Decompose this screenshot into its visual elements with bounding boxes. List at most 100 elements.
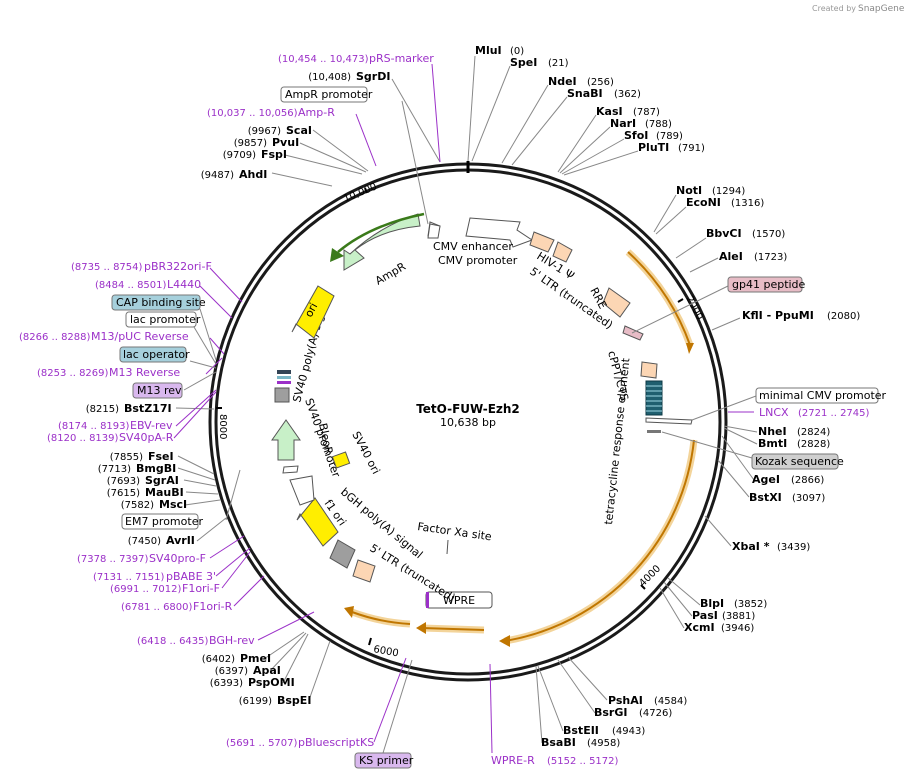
enzyme-sgrdi-pos: (10,408): [308, 72, 351, 83]
tick-4000-mark: [640, 584, 646, 590]
enzyme-ahdi-pos: (9487): [201, 170, 234, 181]
rre-box: [602, 287, 631, 318]
primer-l4440-name: L4440: [167, 278, 201, 291]
cmv-enhancer-arrow: [465, 217, 534, 248]
enzyme-fsei-name: FseI: [148, 450, 174, 463]
tick-10000-mark: [364, 187, 368, 194]
primer-pbabe3-range: (7131 .. 7151): [93, 572, 165, 583]
em7-promoter-box: [121, 513, 199, 530]
enzyme-snabi-pos: (362): [614, 89, 641, 100]
tick-6000-mark: [368, 637, 372, 646]
enzyme-pmei-name: PmeI: [240, 652, 271, 665]
orf-arc-1: [627, 251, 691, 346]
enzyme-avrii-name: AvrII: [166, 534, 195, 547]
primer-f1ori-f-range: (6991 .. 7012): [110, 584, 182, 595]
enzyme-ndei-name: NdeI: [548, 75, 577, 88]
enzyme-scai-name: ScaI: [286, 124, 312, 137]
lac-operator-label: lac operator: [123, 348, 190, 361]
enzyme-snabi-name: SnaBI: [567, 87, 603, 100]
enzyme-xcmi-pos: (3946): [721, 623, 754, 634]
orf-arc-4: [351, 611, 411, 625]
enzyme-bstz17i-name: BstZ17I: [124, 402, 172, 415]
enzyme-fsei-pos: (7855): [110, 452, 143, 463]
kozak-mark: [647, 430, 661, 433]
bleor-arrow: [271, 419, 301, 461]
enzyme-bsteii-pos: (4943): [612, 726, 645, 737]
tick-8000-label: 8000: [217, 414, 228, 439]
primer-pbr322ori-range: (8735 .. 8754): [71, 262, 143, 273]
primer-f1ori-f-name: F1ori-F: [182, 582, 220, 595]
ampr-label: AmpR: [373, 260, 408, 288]
snapgene-logo-text: SnapGene: [858, 4, 905, 14]
enzyme-pasi-pos: (3881): [722, 611, 755, 622]
lac-promoter-box: [125, 311, 197, 328]
enzyme-pshai-name: PshAI: [608, 694, 643, 707]
wpre-primer-mark: [426, 592, 429, 608]
primer-pbr322ori-name: pBR322ori-F: [144, 260, 212, 273]
enzyme-bbvci-pos: (1570): [752, 229, 785, 240]
enzyme-bstxi-pos: (3097): [792, 493, 825, 504]
enzyme-sgrdi-name: SgrDI: [356, 70, 390, 83]
enzyme-leader-lines: [175, 55, 758, 744]
lac-operator-box: [119, 346, 187, 363]
enzyme-bsteii-name: BstEII: [563, 724, 599, 737]
enzyme-nhei-pos: (2824): [797, 427, 830, 438]
tick-10000-label: 10,000: [342, 181, 379, 204]
cmv-enhancer-label: CMV enhancer: [433, 240, 513, 253]
factor-xa-label: Factor Xa site: [417, 520, 493, 543]
primer-pbabe3-name: pBABE 3': [166, 570, 216, 583]
sv40-ori-label: SV40 ori: [349, 429, 382, 476]
ltr5-bottom-box: [352, 559, 376, 583]
enzyme-nhei-name: NheI: [758, 425, 787, 438]
tick-6000-label: 6000: [372, 644, 399, 659]
plasmid-size: 10,638 bp: [440, 416, 496, 429]
kozak-box: [751, 453, 839, 470]
wpre-label: WPRE: [443, 594, 475, 607]
plasmid-name: TetO-FUW-Ezh2: [416, 402, 520, 416]
enzyme-noti-pos: (1294): [712, 186, 745, 197]
ltr5-top-box: [529, 231, 555, 253]
enzyme-econi-pos: (1316): [731, 198, 764, 209]
tre-label: tetracycline response element: [602, 357, 633, 526]
enzyme-nari-name: NarI: [610, 117, 636, 130]
enzyme-agei-pos: (2866): [791, 475, 824, 486]
sv40-ori-box: [331, 451, 351, 469]
f1-ori-arrow: [296, 497, 339, 547]
primer-sv40pro-f-name: SV40pro-F: [149, 552, 206, 565]
enzyme-maubi-name: MauBI: [145, 486, 184, 499]
primer-ampr-range: (10,037 .. 10,056): [207, 108, 298, 119]
enzyme-kfli-ppumi-pos: (2080): [827, 311, 860, 322]
orf-arc-3-head: [416, 622, 426, 634]
enzyme-pmei-pos: (6402): [202, 654, 235, 665]
enzyme-avrii-pos: (7450): [128, 536, 161, 547]
enzyme-pspomi-pos: (6393): [210, 678, 243, 689]
primer-pbluescriptks-range: (5691 .. 5707): [226, 738, 298, 749]
primer-sv40pro-f-range: (7378 .. 7397): [77, 554, 149, 565]
enzyme-bbvci-name: BbvCI: [706, 227, 742, 240]
gp41-peptide-box: [727, 276, 803, 293]
primer-ebv-rev-range: (8174 .. 8193): [58, 421, 130, 432]
tick-2000-mark: [677, 298, 684, 303]
primer-l4440-range: (8484 .. 8501): [95, 280, 167, 291]
cap-binding-site-box: [111, 294, 201, 311]
enzyme-pspomi-name: PspOMI: [248, 676, 295, 689]
orf-arc-3: [421, 627, 485, 631]
orf-arc-4-halo: [350, 608, 411, 628]
minimal-cmv-arrow: [645, 417, 693, 425]
enzyme-sfoi-pos: (789): [656, 131, 683, 142]
primer-prs-marker-name: pRS-marker: [369, 52, 434, 65]
enzyme-xcmi-name: XcmI: [684, 621, 715, 634]
cap-binding-site-label: CAP binding site: [116, 296, 206, 309]
ori-arrow: [291, 285, 335, 339]
created-by-text: Created by: [812, 4, 856, 13]
enzyme-pvui-name: PvuI: [272, 136, 299, 149]
enzyme-sgrai-pos: (7693): [107, 476, 140, 487]
sv40-promoter-arrow: [289, 475, 315, 506]
enzyme-alei-name: AleI: [719, 250, 743, 263]
primer-m13rev-range: (8253 .. 8269): [37, 368, 109, 379]
enzyme-spei-name: SpeI: [510, 56, 537, 69]
enzyme-spei-pos: (21): [548, 58, 569, 69]
enzyme-apai-name: ApaI: [253, 664, 281, 677]
enzyme-ndei-pos: (256): [587, 77, 614, 88]
enzyme-msci-name: MscI: [159, 498, 187, 511]
